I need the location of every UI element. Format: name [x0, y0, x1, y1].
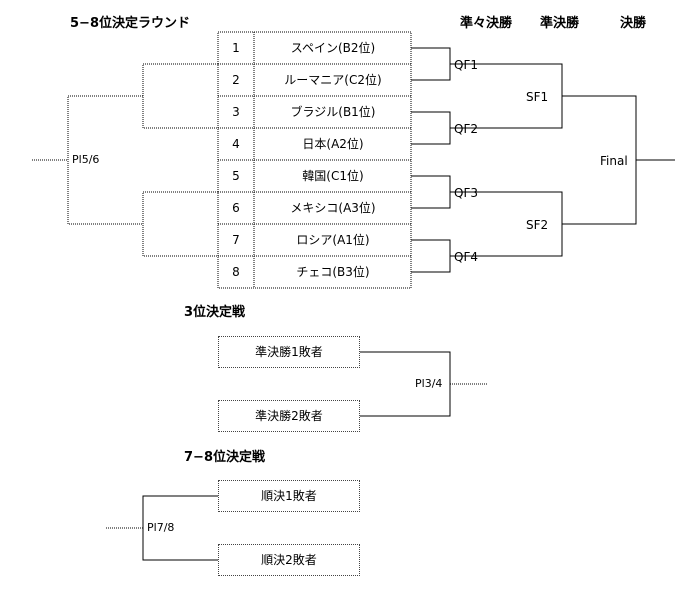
- team-number: 3: [232, 105, 240, 119]
- team-name: スペイン(B2位): [290, 41, 376, 55]
- dotted-bracket-lines: [32, 31, 488, 529]
- pl56-outer-bracket: [67, 95, 143, 225]
- team-name: 韓国(C1位): [302, 169, 364, 183]
- team-name: ロシア(A1位): [296, 233, 370, 247]
- sf1-label: SF1: [526, 90, 549, 104]
- qf3-bracket: [411, 175, 451, 209]
- qf1-bracket: [411, 47, 451, 81]
- header-quarterfinal: 準々決勝: [460, 16, 513, 31]
- team-name: メキシコ(A3位): [290, 201, 376, 215]
- third-place-title: 3位決定戦: [184, 305, 246, 320]
- qf4-bracket: [411, 239, 451, 273]
- seventh-place-title: 7−8位決定戦: [184, 450, 265, 465]
- qf4-label: QF4: [454, 250, 478, 264]
- pl56-lower-bracket: [142, 191, 218, 257]
- qf2-label: QF2: [454, 122, 478, 136]
- team-name: ルーマニア(C2位): [284, 73, 382, 87]
- team-number: 8: [232, 265, 240, 279]
- team-name: ブラジル(B1位): [290, 105, 376, 119]
- third-place-entry-1: 準決勝1敗者: [218, 336, 360, 368]
- header-final: 決勝: [620, 16, 647, 31]
- team-name: チェコ(B3位): [296, 265, 370, 279]
- team-number: 7: [232, 233, 240, 247]
- header-semifinal: 準決勝: [540, 16, 580, 31]
- team-number: 2: [232, 73, 240, 87]
- pl34-label: Pl3/4: [415, 377, 443, 390]
- pl56-upper-bracket: [142, 63, 218, 129]
- qf2-bracket: [411, 111, 451, 145]
- sf2-label: SF2: [526, 218, 549, 232]
- team-name: 日本(A2位): [302, 137, 364, 151]
- qf1-label: QF1: [454, 58, 478, 72]
- pl78-label: Pl7/8: [147, 521, 175, 534]
- team-number: 1: [232, 41, 240, 55]
- main-round-title: 5−8位決定ラウンド: [70, 16, 190, 31]
- qf3-label: QF3: [454, 186, 478, 200]
- seventh-place-entry-1: 順決1敗者: [218, 480, 360, 512]
- seventh-place-entry-2: 順決2敗者: [218, 544, 360, 576]
- final-label: Final: [600, 154, 628, 168]
- team-number: 4: [232, 137, 240, 151]
- team-number: 6: [232, 201, 240, 215]
- pl56-label: Pl5/6: [72, 153, 100, 166]
- team-number: 5: [232, 169, 240, 183]
- third-place-entry-2: 準決勝2敗者: [218, 400, 360, 432]
